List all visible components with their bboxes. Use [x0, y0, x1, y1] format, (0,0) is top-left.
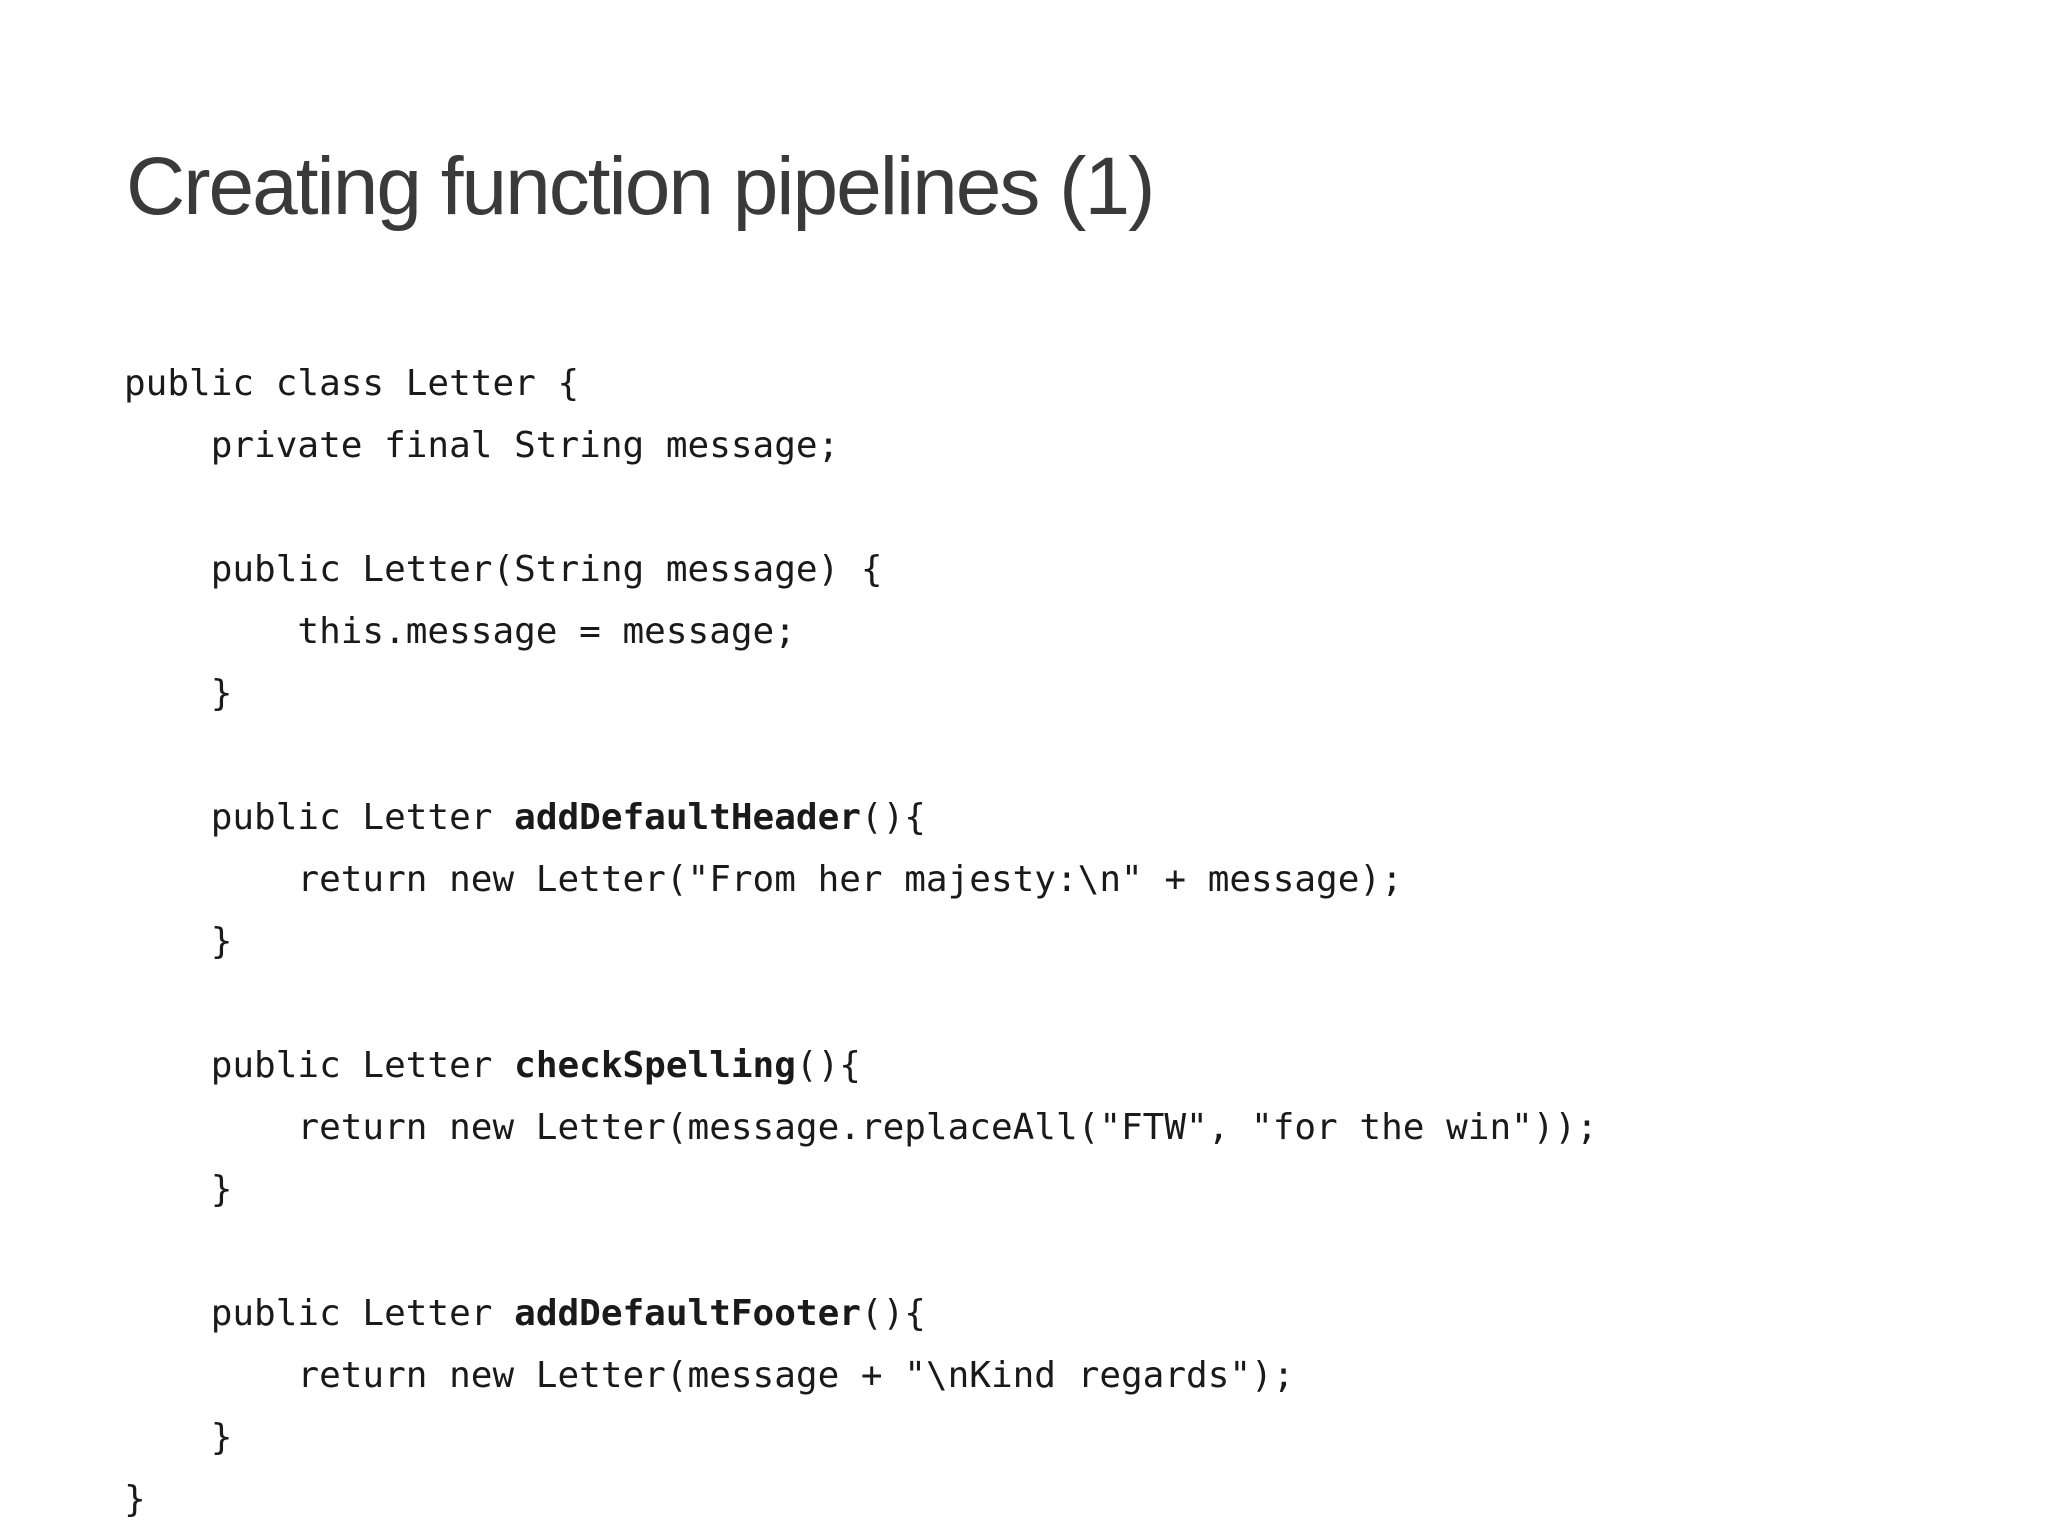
code-text: public Letter: [124, 1293, 515, 1334]
code-text: return new Letter(message + "\nKind rega…: [124, 1355, 1295, 1396]
page-title: Creating function pipelines (1): [126, 141, 1155, 232]
code-text: }: [124, 673, 233, 714]
code-method-name: checkSpelling: [514, 1045, 796, 1086]
code-line: [124, 1221, 1598, 1283]
code-text: }: [124, 1479, 146, 1520]
code-text: this.message = message;: [124, 611, 796, 652]
code-line: return new Letter("From her majesty:\n" …: [124, 849, 1598, 911]
code-line: }: [124, 663, 1598, 725]
code-line: public Letter checkSpelling(){: [124, 1035, 1598, 1097]
code-line: }: [124, 911, 1598, 973]
code-line: this.message = message;: [124, 601, 1598, 663]
code-text: public Letter: [124, 1045, 515, 1086]
code-text: }: [124, 1169, 233, 1210]
code-line: private final String message;: [124, 415, 1598, 477]
code-line: }: [124, 1159, 1598, 1221]
code-text: return new Letter("From her majesty:\n" …: [124, 859, 1403, 900]
code-line: }: [124, 1469, 1598, 1531]
code-text: public class Letter {: [124, 363, 580, 404]
code-line: public Letter addDefaultHeader(){: [124, 787, 1598, 849]
code-text: public Letter: [124, 797, 515, 838]
code-line: [124, 973, 1598, 1035]
code-text: (){: [795, 1045, 861, 1086]
code-line: return new Letter(message + "\nKind rega…: [124, 1345, 1598, 1407]
code-line: [124, 725, 1598, 787]
code-text: (){: [860, 797, 926, 838]
code-text: return new Letter(message.replaceAll("FT…: [124, 1107, 1598, 1148]
code-text: }: [124, 1417, 233, 1458]
code-method-name: addDefaultFooter: [514, 1293, 861, 1334]
code-block: public class Letter { private final Stri…: [124, 353, 1598, 1531]
code-method-name: addDefaultHeader: [514, 797, 861, 838]
code-line: public class Letter {: [124, 353, 1598, 415]
code-line: }: [124, 1407, 1598, 1469]
code-line: public Letter addDefaultFooter(){: [124, 1283, 1598, 1345]
code-text: }: [124, 921, 233, 962]
code-text: private final String message;: [124, 425, 840, 466]
code-line: return new Letter(message.replaceAll("FT…: [124, 1097, 1598, 1159]
code-line: [124, 477, 1598, 539]
code-text: (){: [860, 1293, 926, 1334]
code-text: public Letter(String message) {: [124, 549, 883, 590]
code-line: public Letter(String message) {: [124, 539, 1598, 601]
